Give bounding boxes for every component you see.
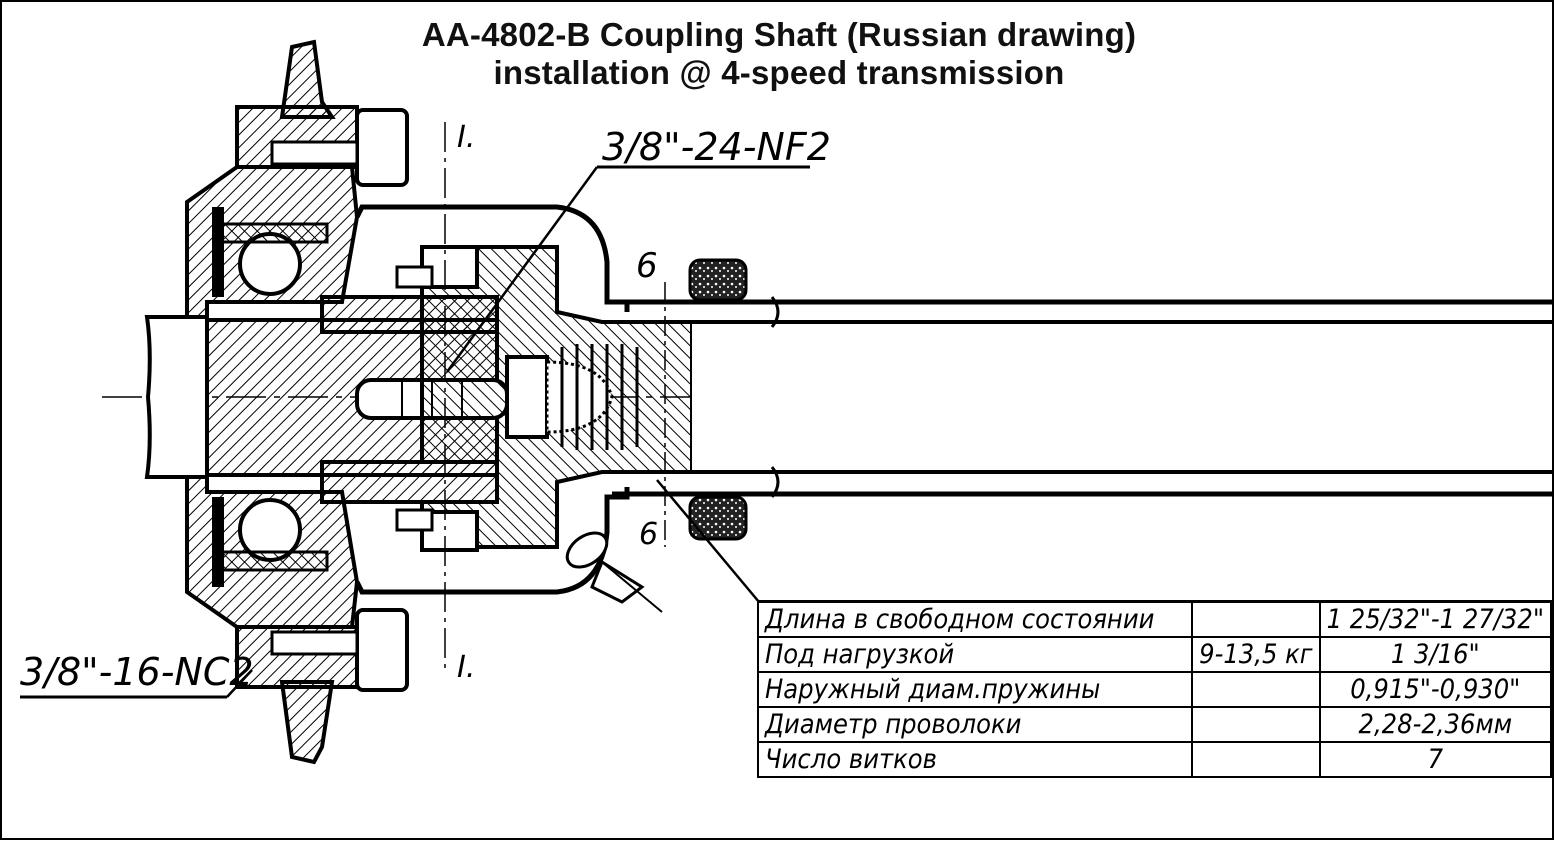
svg-text:3/8"-24-NF2: 3/8"-24-NF2 (602, 125, 831, 169)
callout-thread-top: 3/8"-24-NF2 (445, 125, 831, 373)
spec-value: 0,915"-0,930" (1318, 671, 1553, 708)
spec-load (1191, 706, 1321, 743)
spec-load (1191, 671, 1321, 708)
svg-text:3/8"-16-NC2: 3/8"-16-NC2 (20, 650, 254, 694)
mounting-lug-bottom (235, 608, 409, 765)
spec-row: Диаметр проволоки 2,28-2,36мм (756, 706, 1553, 743)
bearing-housing (185, 165, 360, 629)
callout-thread-bottom: 3/8"-16-NC2 (20, 650, 254, 699)
spec-value: 1 25/32"-1 27/32" (1318, 600, 1553, 638)
felt-seal-top (688, 258, 748, 302)
spec-load: 9-13,5 кг (1191, 636, 1321, 673)
diagram-title: AA-4802-B Coupling Shaft (Russian drawin… (421, 16, 1137, 53)
section-b-bottom: 6 (639, 517, 658, 552)
coupling-cover (354, 204, 630, 595)
coupling-spring (505, 344, 639, 450)
spec-label: Длина в свободном состоянии (756, 600, 1194, 638)
spec-load (1191, 741, 1321, 778)
grease-fitting (565, 531, 663, 613)
spec-label: Под нагрузкой (756, 636, 1194, 673)
spec-value: 7 (1318, 741, 1553, 778)
diagram-subtitle: installation @ 4-speed transmission (493, 54, 1065, 91)
spec-label: Число витков (756, 741, 1194, 778)
spec-row: Длина в свободном состоянии 1 25/32"-1 27… (756, 600, 1553, 638)
spec-label: Диаметр проволоки (756, 706, 1194, 743)
section-mark-bottom: I. (457, 650, 475, 685)
spec-load (1191, 600, 1321, 638)
spring-spec-body: Длина в свободном состоянии 1 25/32"-1 27… (756, 600, 1553, 778)
felt-seal-bottom (688, 495, 748, 541)
spec-label: Наружный диам.пружины (756, 671, 1194, 708)
section-mark-top: I. (457, 120, 475, 155)
spec-row: Число витков 7 (756, 741, 1553, 778)
section-b-top: 6 (636, 246, 658, 286)
spec-value: 1 3/16" (1318, 636, 1553, 673)
spec-value: 2,28-2,36мм (1318, 706, 1553, 743)
mounting-lug-top (235, 39, 409, 187)
spring-spec-table: Длина в свободном состоянии 1 25/32"-1 27… (756, 600, 1553, 778)
propeller-shaft-tube (612, 296, 1552, 498)
spec-row: Наружный диам.пружины 0,915"-0,930" (756, 671, 1553, 708)
table-leader (656, 479, 760, 603)
